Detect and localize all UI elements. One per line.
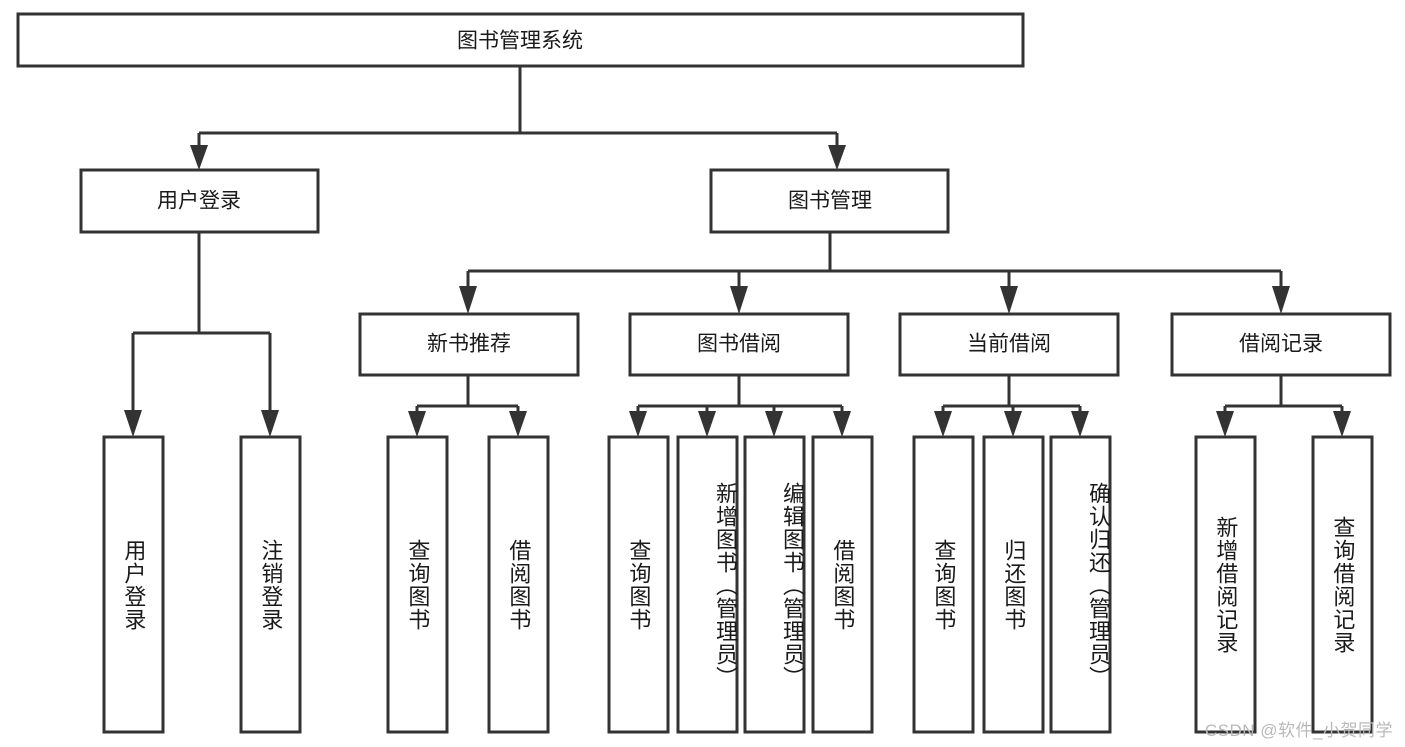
arrow-head-icon: [408, 411, 426, 437]
arrow-head-icon: [190, 145, 208, 170]
connector-book-borrow-to-leaves: [629, 375, 851, 437]
node-current-borrow[interactable]: 当前借阅: [898, 312, 1120, 377]
leaf-boxes-current-borrow: [912, 435, 1112, 734]
leaf-box-query-book-2[interactable]: [607, 435, 670, 734]
leaf-box-edit-book-admin[interactable]: [743, 435, 806, 734]
leaf-box-return-book[interactable]: [982, 435, 1045, 734]
arrow-head-icon: [730, 286, 748, 314]
leaf-box-query-borrow-record[interactable]: [1311, 435, 1374, 734]
node-book-borrow[interactable]: 图书借阅: [628, 312, 850, 377]
arrow-head-icon: [828, 145, 846, 170]
node-current-borrow-label: 当前借阅: [967, 333, 1051, 356]
arrow-head-icon: [1272, 286, 1290, 314]
arrow-head-icon: [1333, 411, 1351, 437]
leaf-box-query-book-3[interactable]: [912, 435, 975, 734]
arrow-head-icon: [1216, 411, 1234, 437]
node-user-login[interactable]: 用户登录: [79, 168, 320, 234]
connector-user-login-to-leaves: [124, 232, 279, 437]
arrow-head-icon: [1004, 411, 1022, 437]
leaf-boxes-book-borrow: [607, 435, 874, 734]
leaf-box-add-book-admin[interactable]: [676, 435, 739, 734]
node-borrow-record-label: 借阅记录: [1239, 333, 1323, 356]
node-book-management[interactable]: 图书管理: [709, 168, 950, 234]
node-new-book-recommend-label: 新书推荐: [427, 333, 511, 356]
leaf-boxes-new-book-recommend: [386, 435, 550, 734]
arrow-head-icon: [124, 410, 142, 437]
watermark-text: CSDN @软件_小贺同学: [1204, 721, 1393, 740]
arrow-head-icon: [459, 286, 477, 314]
leaf-box-query-book-1[interactable]: [386, 435, 449, 734]
leaf-boxes-user-login: [102, 435, 302, 734]
node-user-login-label: 用户登录: [157, 190, 241, 213]
connector-new-book-to-leaves: [408, 375, 527, 437]
node-book-borrow-label: 图书借阅: [697, 333, 781, 356]
leaf-box-add-borrow-record[interactable]: [1194, 435, 1257, 734]
node-new-book-recommend[interactable]: 新书推荐: [358, 312, 580, 377]
leaf-box-borrow-book-2[interactable]: [811, 435, 874, 734]
arrow-head-icon: [509, 411, 527, 437]
leaf-box-user-login[interactable]: [102, 435, 165, 734]
arrow-head-icon: [261, 410, 279, 437]
arrow-head-icon: [833, 411, 851, 437]
arrow-head-icon: [629, 411, 647, 437]
connector-book-manage-to-level3: [459, 232, 1290, 314]
leaf-box-logout[interactable]: [239, 435, 302, 734]
arrow-head-icon: [765, 411, 783, 437]
arrow-head-icon: [1071, 411, 1089, 437]
connector-borrow-record-to-leaves: [1216, 375, 1351, 437]
connector-root-to-level2: [190, 66, 846, 170]
leaf-box-confirm-return-admin[interactable]: [1049, 435, 1112, 734]
arrow-head-icon: [934, 411, 952, 437]
arrow-head-icon: [698, 411, 716, 437]
arrow-head-icon: [1000, 286, 1018, 314]
connector-current-borrow-to-leaves: [934, 375, 1089, 437]
leaf-boxes-borrow-record: [1194, 435, 1374, 734]
node-borrow-record[interactable]: 借阅记录: [1170, 312, 1392, 377]
node-book-management-label: 图书管理: [788, 190, 872, 213]
node-root-label: 图书管理系统: [457, 30, 583, 53]
node-root-book-management-system[interactable]: 图书管理系统: [16, 12, 1025, 68]
leaf-box-borrow-book-1[interactable]: [487, 435, 550, 734]
